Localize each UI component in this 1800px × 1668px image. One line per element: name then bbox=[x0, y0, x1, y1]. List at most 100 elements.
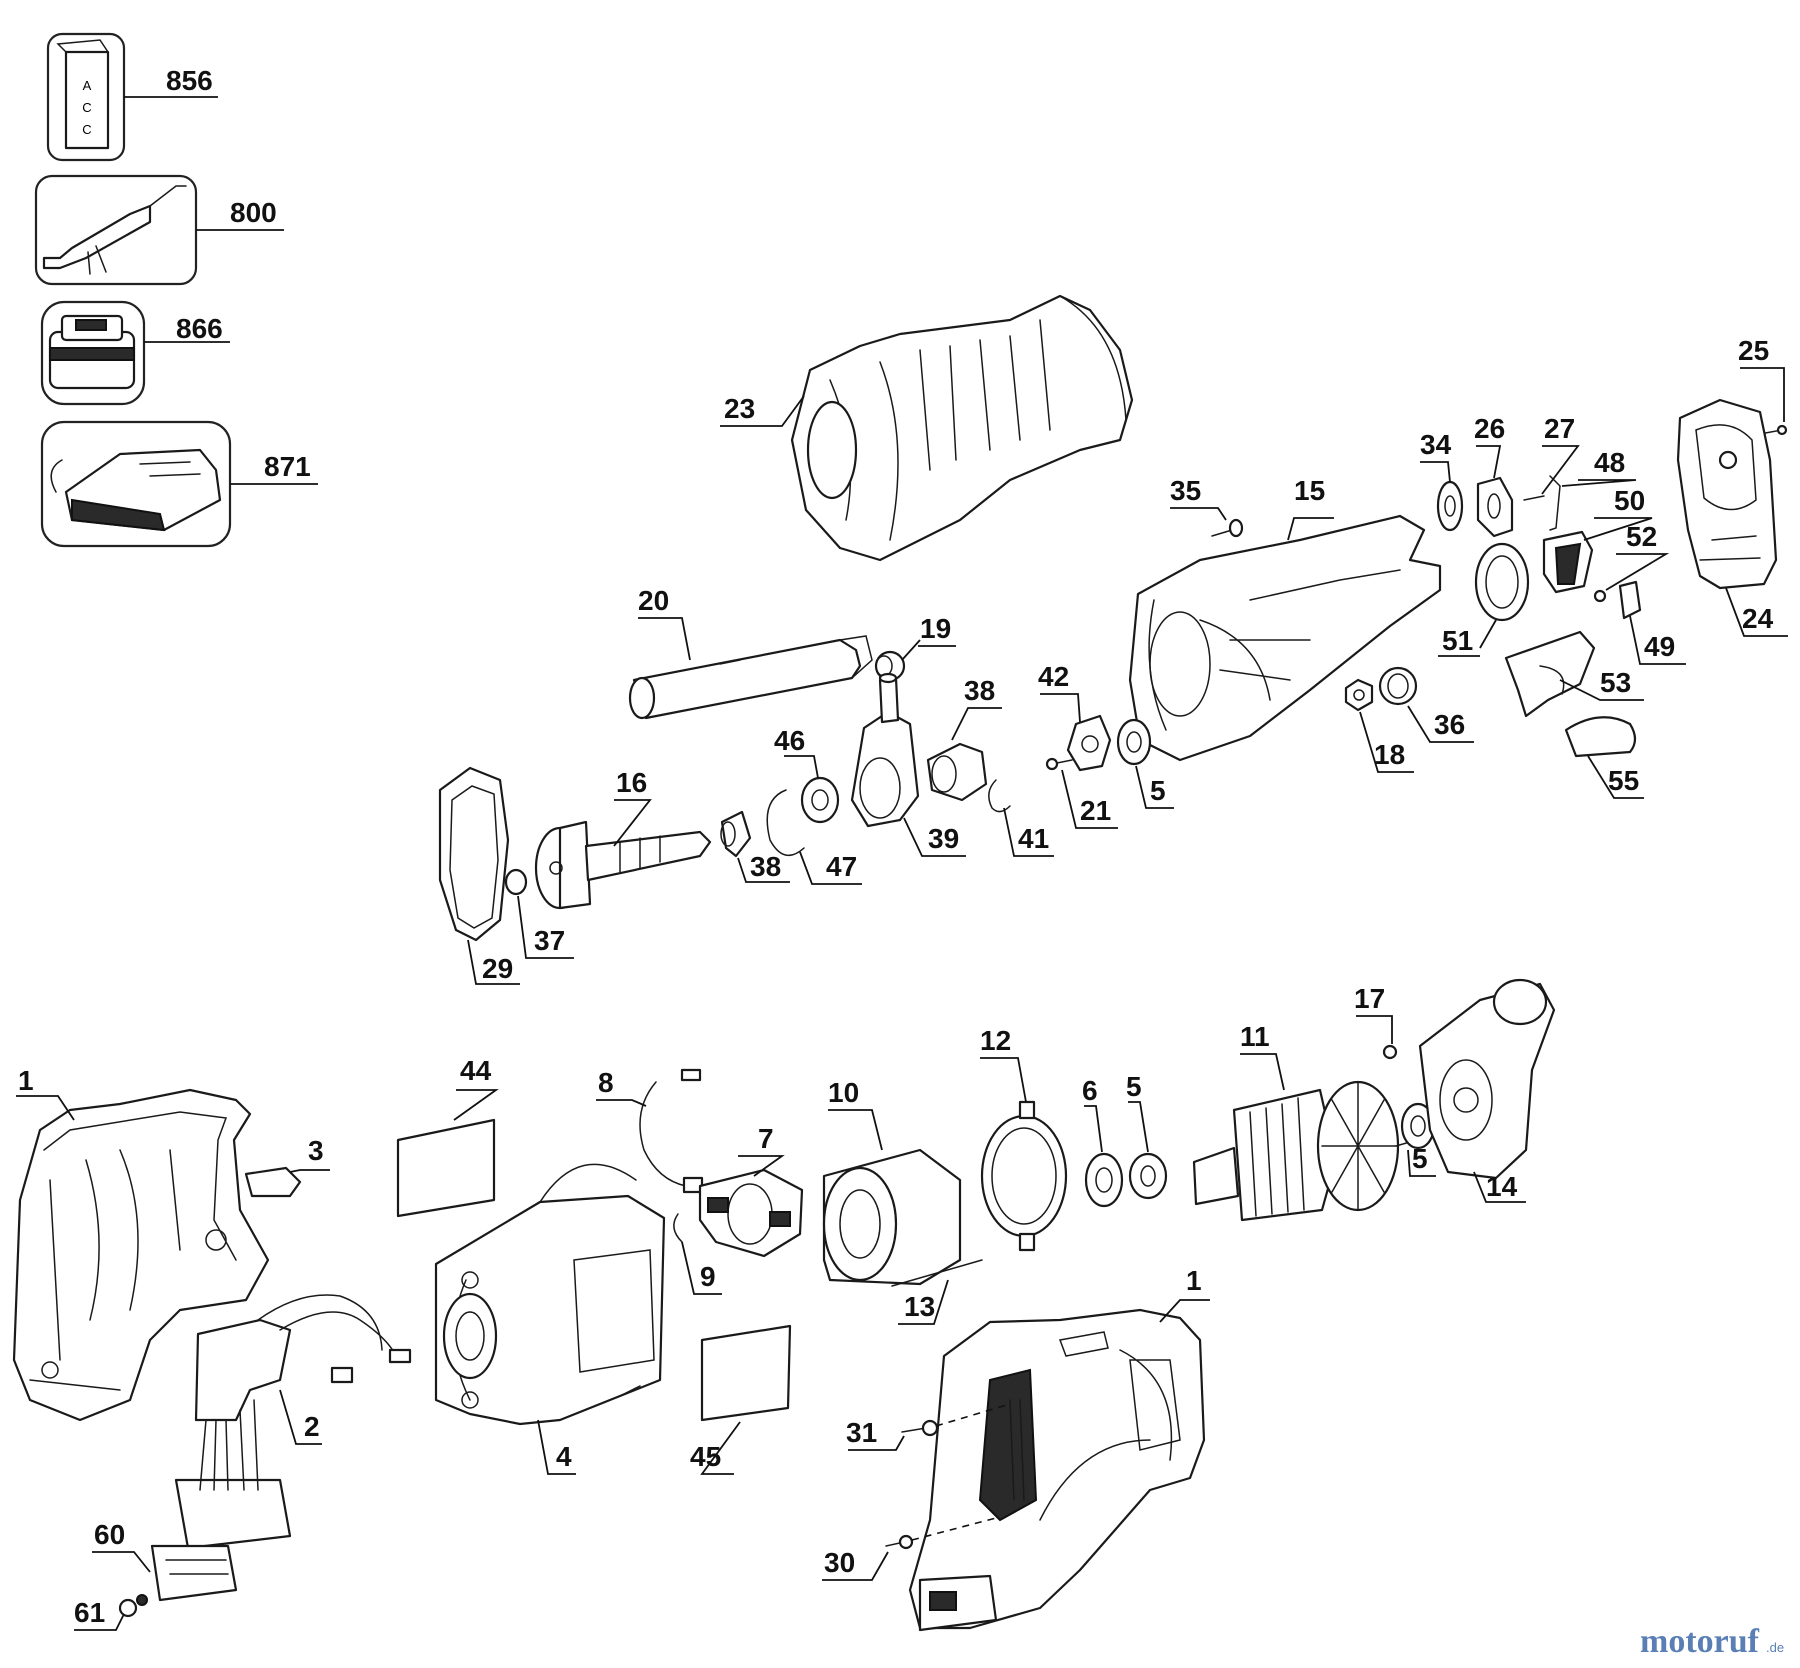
part-31-screw bbox=[901, 1419, 939, 1437]
part-61-cap bbox=[118, 1598, 138, 1618]
label-50: 50 bbox=[1614, 485, 1645, 516]
label-866: 866 bbox=[176, 313, 223, 344]
label-5a: 5 bbox=[1150, 775, 1166, 806]
label-856: 856 bbox=[166, 65, 213, 96]
label-20: 20 bbox=[638, 585, 669, 616]
part-55-pad bbox=[1564, 716, 1637, 758]
part-1-housing-right bbox=[908, 1308, 1206, 1632]
part-44-label bbox=[396, 1118, 496, 1218]
part-11-armature bbox=[1192, 1080, 1411, 1222]
label-44: 44 bbox=[460, 1055, 492, 1086]
part-47-circlip bbox=[766, 789, 805, 857]
part-45-label bbox=[700, 1324, 792, 1422]
label-4: 4 bbox=[556, 1441, 572, 1472]
kit-box-letter: C bbox=[82, 122, 91, 137]
part-36-bushing bbox=[1378, 666, 1418, 706]
part-35-screw bbox=[1211, 518, 1244, 538]
part-12-baffle bbox=[980, 1100, 1068, 1252]
part-34-washer bbox=[1436, 480, 1464, 532]
part-8-wire bbox=[639, 1081, 687, 1187]
part-7-brush-holder bbox=[698, 1168, 804, 1258]
part-17-screw bbox=[1382, 1044, 1398, 1060]
part-14-end-bell bbox=[1418, 978, 1556, 1180]
label-31: 31 bbox=[846, 1417, 877, 1448]
label-19: 19 bbox=[920, 613, 951, 644]
label-2: 2 bbox=[304, 1411, 320, 1442]
label-42: 42 bbox=[1038, 661, 1069, 692]
label-5c: 5 bbox=[1412, 1143, 1428, 1174]
part-18-nut bbox=[1344, 678, 1374, 712]
part-4-motor-housing bbox=[434, 1163, 666, 1426]
label-37: 37 bbox=[534, 925, 565, 956]
part-2-trigger-switch bbox=[174, 1294, 412, 1550]
part-37-bearing bbox=[504, 868, 528, 896]
label-1b: 1 bbox=[1186, 1265, 1202, 1296]
label-8: 8 bbox=[598, 1067, 614, 1098]
label-52: 52 bbox=[1626, 521, 1657, 552]
label-25: 25 bbox=[1738, 335, 1769, 366]
part-10-field bbox=[822, 1148, 962, 1286]
part-42-retainer bbox=[1066, 714, 1112, 772]
label-21: 21 bbox=[1080, 795, 1111, 826]
kit-box-letter: C bbox=[82, 100, 91, 115]
label-49: 49 bbox=[1644, 631, 1675, 662]
label-11: 11 bbox=[1240, 1021, 1270, 1052]
label-29: 29 bbox=[482, 953, 513, 984]
part-60-terminal bbox=[150, 1544, 238, 1602]
label-35: 35 bbox=[1170, 475, 1201, 506]
part-38-bearing-lower bbox=[720, 810, 752, 858]
label-15: 15 bbox=[1294, 475, 1325, 506]
label-60: 60 bbox=[94, 1519, 125, 1550]
label-51: 51 bbox=[1442, 625, 1473, 656]
part-1-housing-left bbox=[12, 1088, 270, 1422]
label-47: 47 bbox=[826, 851, 857, 882]
label-14: 14 bbox=[1486, 1171, 1518, 1202]
label-23: 23 bbox=[724, 393, 755, 424]
part-3-switch bbox=[244, 1166, 302, 1198]
label-39: 39 bbox=[928, 823, 959, 854]
watermark-suffix: .de bbox=[1766, 1640, 1784, 1655]
label-61: 61 bbox=[74, 1597, 105, 1628]
label-27: 27 bbox=[1544, 413, 1575, 444]
label-10: 10 bbox=[828, 1077, 859, 1108]
label-3: 3 bbox=[308, 1135, 324, 1166]
part-46-bearing bbox=[800, 776, 840, 824]
part-48-spring bbox=[1549, 475, 1561, 531]
part-15-gear-case bbox=[1128, 514, 1442, 762]
kit-box-letter: A bbox=[83, 78, 92, 93]
label-16: 16 bbox=[616, 767, 647, 798]
part-24-cover bbox=[1676, 398, 1778, 590]
label-48: 48 bbox=[1594, 447, 1625, 478]
part-38-bearing-upper bbox=[926, 742, 988, 802]
label-13: 13 bbox=[904, 1291, 935, 1322]
part-41-circlip bbox=[988, 779, 1011, 813]
label-9: 9 bbox=[700, 1261, 716, 1292]
label-24: 24 bbox=[1742, 603, 1774, 634]
part-26-plate bbox=[1476, 476, 1514, 538]
label-1a: 1 bbox=[18, 1065, 34, 1096]
label-38b: 38 bbox=[750, 851, 781, 882]
label-26: 26 bbox=[1474, 413, 1505, 444]
watermark-logo: motoruf .de bbox=[1640, 1623, 1784, 1660]
label-5b: 5 bbox=[1126, 1071, 1142, 1102]
part-30-screw bbox=[885, 1534, 914, 1550]
part-6-bearing bbox=[1084, 1152, 1124, 1208]
part-16-shaft bbox=[534, 820, 712, 910]
part-21-screw bbox=[1045, 757, 1073, 771]
label-55: 55 bbox=[1608, 765, 1639, 796]
label-6: 6 bbox=[1082, 1075, 1098, 1106]
part-51-ring bbox=[1474, 542, 1530, 622]
watermark-brand: motoruf bbox=[1640, 1623, 1760, 1660]
label-53: 53 bbox=[1600, 667, 1631, 698]
label-7: 7 bbox=[758, 1123, 774, 1154]
part-5-bearing-upper bbox=[1116, 718, 1152, 766]
label-17: 17 bbox=[1354, 983, 1385, 1014]
part-29-gasket bbox=[438, 766, 510, 942]
label-871: 871 bbox=[264, 451, 311, 482]
kit-871-charger bbox=[40, 420, 318, 548]
part-52-ball bbox=[1593, 589, 1607, 603]
kit-800-blade bbox=[34, 174, 284, 286]
part-27-pin bbox=[1523, 495, 1545, 501]
